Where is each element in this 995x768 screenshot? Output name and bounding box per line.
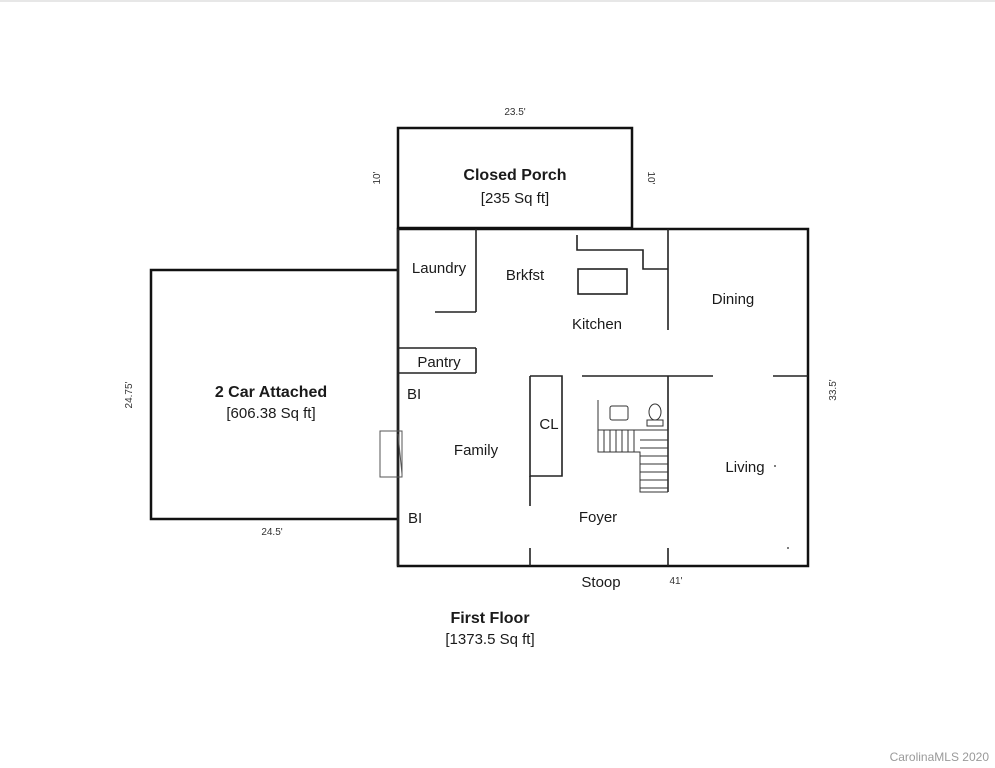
breakfast-label: Brkfst: [506, 267, 545, 284]
dining-label: Dining: [712, 291, 755, 308]
laundry-label: Laundry: [412, 260, 467, 277]
porch-width-dimension: 23.5': [504, 107, 525, 118]
living-dot: [774, 465, 776, 467]
kitchen-label: Kitchen: [572, 316, 622, 333]
corner-dot: [787, 547, 789, 549]
built-in-bottom-label: BI: [408, 510, 422, 527]
pantry-label: Pantry: [417, 354, 461, 371]
garage-outline: [149, 268, 398, 521]
garage-width-dimension: 24.5': [261, 527, 282, 538]
living-label: Living: [725, 459, 764, 476]
fireplace: [379, 430, 403, 478]
closed-porch-name: Closed Porch: [463, 167, 566, 184]
porch-depth-left-dimension: 10': [372, 171, 383, 184]
house-width-dimension: 41': [669, 576, 682, 587]
kitchen-island: [577, 268, 628, 295]
powder-room-fixtures: [609, 403, 664, 427]
interior-walls: [396, 229, 808, 566]
foyer-label: Foyer: [579, 509, 617, 526]
floor-area: [1373.5 Sq ft]: [445, 631, 534, 648]
floor-name: First Floor: [450, 610, 529, 627]
house-depth-dimension: 33.5': [828, 379, 839, 400]
closed-porch-area: [235 Sq ft]: [481, 190, 549, 207]
garage-name: 2 Car Attached: [215, 384, 327, 401]
porch-depth-right-dimension: 10': [645, 171, 656, 184]
garage-area: [606.38 Sq ft]: [226, 405, 315, 422]
staircase: [597, 400, 669, 493]
stoop-label: Stoop: [581, 574, 620, 591]
watermark: CarolinaMLS 2020: [889, 750, 989, 764]
closet-label: CL: [539, 416, 558, 433]
garage-depth-dimension: 24.75': [124, 381, 135, 408]
built-in-top-label: BI: [407, 386, 421, 403]
family-label: Family: [454, 442, 499, 459]
